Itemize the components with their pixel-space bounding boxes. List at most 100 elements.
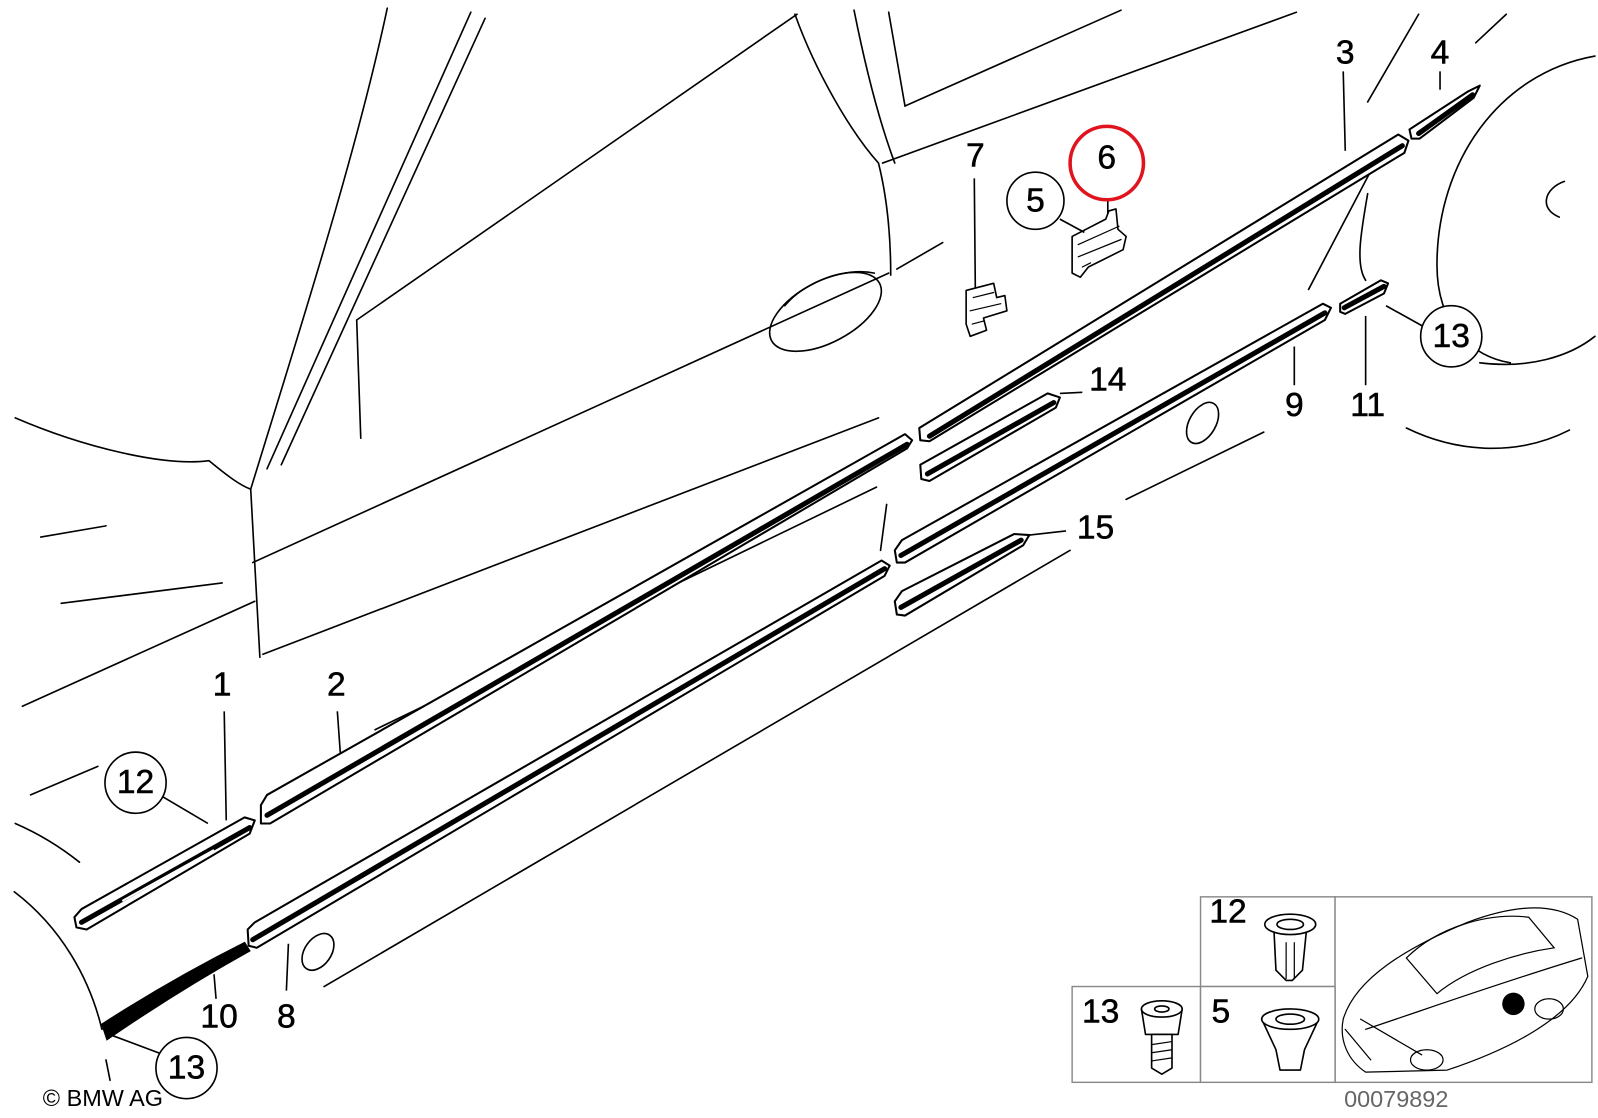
grommet-12-drawing — [1263, 913, 1317, 982]
molding-14-band — [924, 400, 1057, 477]
rear-wheel-arch-inner — [1478, 335, 1596, 366]
short-line-left-2 — [60, 582, 223, 605]
molding-part-2 — [259, 433, 914, 825]
molding-10-shape — [101, 941, 251, 1041]
rocker-line — [323, 549, 1071, 988]
window-frame-outer — [266, 11, 472, 470]
leader-2 — [336, 711, 342, 755]
callout-4[interactable]: 4 — [1430, 34, 1450, 72]
door-front-edge — [249, 488, 261, 659]
front-wheel-arch-line — [105, 1059, 111, 1082]
leader-13-left — [111, 1034, 162, 1055]
leader-13-right — [1385, 305, 1424, 327]
clip-5-hole — [1275, 1013, 1306, 1026]
callout-13-left[interactable]: 13 — [168, 1049, 206, 1087]
leader-12 — [162, 796, 209, 825]
body-hole-front — [301, 932, 335, 972]
leader-15 — [1029, 530, 1067, 536]
clip-6-detail — [1077, 225, 1122, 268]
molding-part-8 — [246, 559, 891, 949]
window-top-line — [355, 13, 798, 321]
rear-window-lower — [904, 9, 1122, 107]
callout-3[interactable]: 3 — [1336, 34, 1355, 72]
leader-lines — [111, 71, 1441, 1055]
callout-14[interactable]: 14 — [1089, 361, 1127, 399]
callout-11[interactable]: 11 — [1350, 387, 1385, 425]
callout-9[interactable]: 9 — [1285, 387, 1304, 425]
callout-13-right-ring — [1419, 304, 1483, 368]
clip-part-6 — [1071, 208, 1127, 279]
inset-label-5: 5 — [1212, 994, 1231, 1031]
callout-5[interactable]: 5 — [1026, 182, 1045, 220]
roof-line — [881, 11, 1298, 164]
callout-5-ring — [1006, 171, 1065, 231]
door-handle-recess — [783, 270, 876, 307]
door-rear-edge-lower — [879, 503, 888, 552]
callout-10[interactable]: 10 — [200, 998, 238, 1036]
callout-2[interactable]: 2 — [327, 666, 346, 704]
window-corner-line — [355, 319, 362, 440]
callout-8[interactable]: 8 — [277, 998, 296, 1036]
inset-cell-5 — [1199, 985, 1336, 1084]
molding-part-3 — [918, 133, 1410, 443]
highlight-circle — [1068, 124, 1146, 202]
short-line-left — [39, 525, 107, 538]
molding-3-band — [926, 143, 1405, 439]
molding-1-insert — [121, 849, 215, 902]
screw-13-socket — [1153, 1005, 1170, 1013]
vehicle-front — [1344, 1018, 1423, 1061]
leader-5 — [1059, 218, 1085, 234]
rear-pillar-line — [1366, 13, 1420, 103]
leader-10 — [213, 974, 217, 999]
callout-13-right[interactable]: 13 — [1432, 318, 1470, 356]
callout-5-circled[interactable]: 5 — [1006, 171, 1065, 231]
callout-13-left-ring — [155, 1036, 218, 1100]
body-hole-rear — [1185, 401, 1220, 445]
leader-14 — [1059, 391, 1083, 395]
molding-part-11 — [1339, 279, 1390, 315]
molding-15-band — [898, 537, 1024, 610]
molding-part-4 — [1408, 84, 1481, 140]
callout-15[interactable]: 15 — [1077, 509, 1115, 547]
vehicle-side-line — [1365, 957, 1583, 1030]
screw-13-drawing — [1140, 999, 1184, 1075]
inset-cell-13 — [1071, 985, 1202, 1084]
callout-7[interactable]: 7 — [966, 137, 985, 175]
callout-labels: 1 2 3 4 5 6 7 8 9 10 11 12 13 13 14 15 — [104, 34, 1483, 1100]
front-wheel-arch-lower — [13, 890, 103, 1031]
inset-label-13: 13 — [1082, 994, 1119, 1031]
callout-6[interactable]: 6 — [1097, 139, 1116, 177]
molding-2-band — [264, 441, 910, 818]
callout-13-right-circled[interactable]: 13 — [1419, 304, 1483, 368]
a-pillar-line — [249, 7, 389, 491]
callout-12-ring — [104, 751, 167, 815]
rear-wheel-arch-lower — [1405, 427, 1571, 450]
molding-11-band — [1341, 283, 1387, 311]
clip-part-7 — [965, 282, 1008, 338]
screw-13-shank — [1150, 1033, 1173, 1075]
molding-part-9 — [893, 302, 1333, 564]
copyright-text: © BMW AG — [43, 1085, 163, 1111]
leader-8 — [285, 943, 290, 991]
leader-7 — [973, 178, 977, 289]
sill-line-left — [21, 600, 256, 708]
molding-8-band — [250, 566, 888, 943]
molding-part-10 — [101, 941, 251, 1041]
window-frame-inner — [280, 17, 486, 466]
rear-wheel-arc — [1545, 180, 1566, 218]
callout-13-left-circled[interactable]: 13 — [155, 1036, 218, 1100]
callout-12[interactable]: 12 — [117, 764, 155, 802]
rocker-line-ext — [1125, 431, 1265, 501]
rear-pillar-line-2 — [1474, 13, 1508, 44]
molding-9-band — [898, 310, 1328, 558]
callout-12-circled[interactable]: 12 — [104, 751, 167, 815]
inset-cell-vehicle — [1334, 896, 1593, 1084]
drawing-number: 00079892 — [1344, 1086, 1448, 1112]
callout-6-highlighted[interactable]: 6 — [1068, 124, 1146, 202]
door-belt-line-ext — [896, 241, 944, 270]
callout-1[interactable]: 1 — [213, 666, 232, 704]
screw-13-thread — [1151, 1040, 1173, 1062]
door-bottom-line — [262, 417, 880, 656]
vehicle-wheel-front — [1409, 1049, 1444, 1071]
